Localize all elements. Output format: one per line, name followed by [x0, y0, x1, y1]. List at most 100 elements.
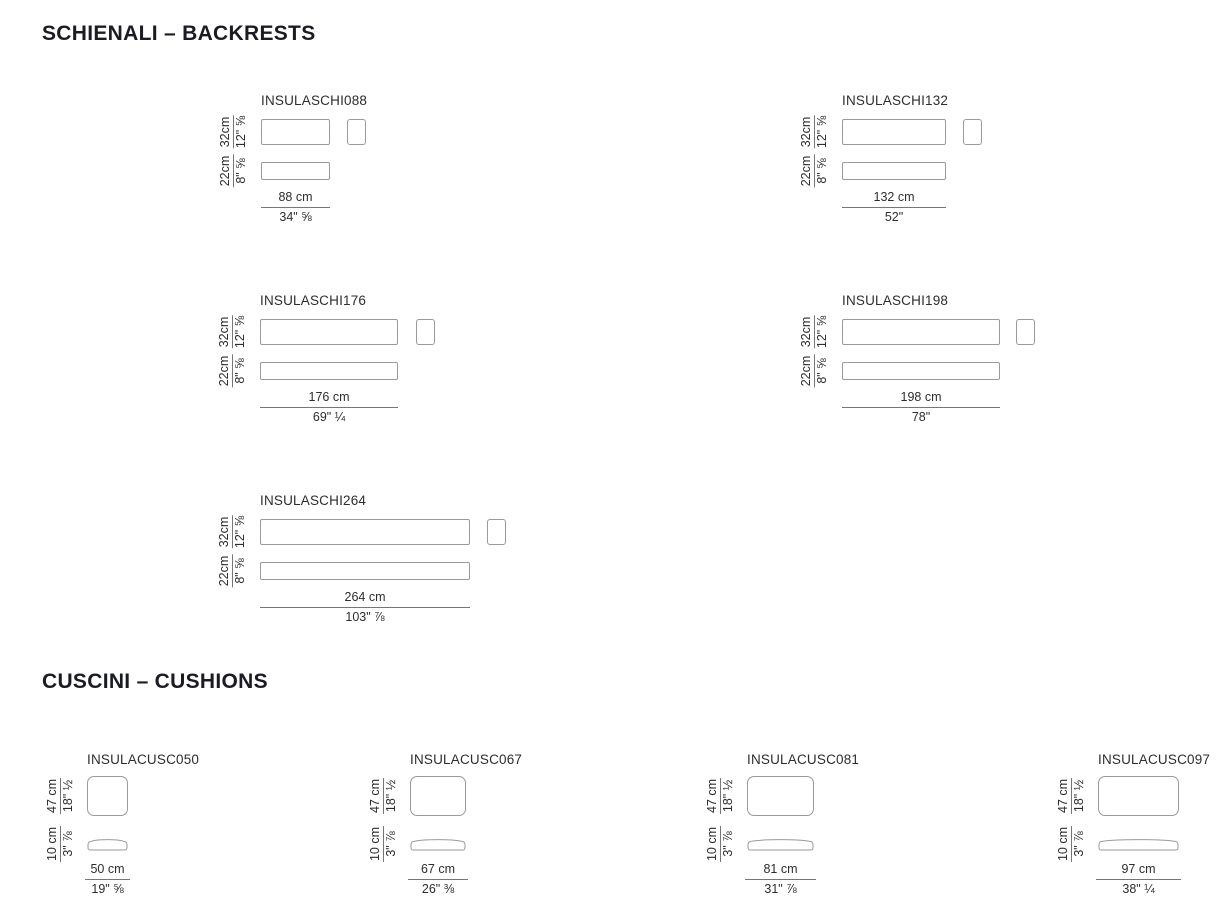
dimension-cm: 10 cm	[368, 825, 384, 863]
dimension-cm: 32cm	[218, 115, 234, 149]
dimension-cm: 22cm	[799, 354, 815, 388]
width-dimension: 81 cm 31" ⅞	[745, 862, 816, 896]
dimension-cm: 67 cm	[420, 862, 456, 876]
top-view-rect	[260, 562, 470, 580]
dimension-inches: 12" ⅝	[815, 315, 829, 349]
dimension-line	[85, 879, 130, 880]
dimension-line	[842, 207, 946, 208]
dimension-inches: 12" ⅝	[233, 315, 247, 349]
dimension-cm: 88 cm	[278, 190, 313, 204]
dimension-inches: 12" ⅝	[815, 115, 829, 149]
width-dimension: 88 cm 34" ⅝	[261, 190, 330, 224]
cushion-height-dimension: 47 cm 18" ½	[368, 773, 398, 819]
top-view-rect	[842, 362, 1000, 380]
dimension-cm: 10 cm	[705, 825, 721, 863]
dimension-inches: 18" ½	[721, 779, 735, 813]
dimension-cm: 22cm	[217, 554, 233, 588]
product-code: INSULASCHI132	[842, 93, 949, 108]
depth-dimension: 22cm 8" ⅝	[218, 149, 248, 193]
dimension-cm: 10 cm	[45, 825, 61, 863]
back-height-dimension: 32cm 12" ⅝	[217, 510, 247, 554]
dimension-cm: 32cm	[217, 515, 233, 549]
dimension-cm: 32cm	[799, 115, 815, 149]
dimension-inches: 8" ⅝	[815, 158, 829, 184]
dimension-cm: 47 cm	[705, 777, 721, 815]
front-view-rect	[261, 119, 330, 145]
dimension-cm: 22cm	[217, 354, 233, 388]
dimension-line	[408, 879, 468, 880]
product-code: INSULASCHI088	[261, 93, 368, 108]
depth-dimension: 22cm 8" ⅝	[799, 349, 829, 393]
product-code: INSULASCHI198	[842, 293, 949, 308]
dimension-inches: 12" ⅝	[234, 115, 248, 149]
dimension-cm: 32cm	[799, 315, 815, 349]
dimension-inches: 8" ⅝	[234, 158, 248, 184]
dimension-inches: 12" ⅝	[233, 515, 247, 549]
dimension-inches: 18" ½	[1072, 779, 1086, 813]
dimension-inches: 3" ⅞	[1072, 831, 1086, 857]
depth-dimension: 22cm 8" ⅝	[217, 349, 247, 393]
dimension-inches: 52"	[884, 210, 904, 224]
dimension-cm: 198 cm	[900, 390, 942, 404]
dimension-inches: 78"	[911, 410, 931, 424]
dimension-inches: 103" ⅞	[345, 610, 385, 624]
dimension-inches: 8" ⅝	[233, 558, 247, 584]
width-dimension: 132 cm 52"	[842, 190, 946, 224]
cushion-thickness-dimension: 10 cm 3" ⅞	[45, 821, 75, 867]
dimension-inches: 34" ⅝	[279, 210, 312, 224]
dimension-inches: 69" ¼	[312, 410, 346, 424]
depth-dimension: 22cm 8" ⅝	[217, 549, 247, 593]
product-code: INSULACUSC081	[747, 752, 860, 767]
dimension-cm: 264 cm	[344, 590, 386, 604]
dimension-line	[261, 207, 330, 208]
dimension-inches: 38" ¼	[1122, 882, 1155, 896]
front-view-rect	[842, 119, 946, 145]
dimension-cm: 81 cm	[763, 862, 798, 876]
dimension-line	[260, 607, 470, 608]
dimension-cm: 97 cm	[1121, 862, 1156, 876]
back-height-dimension: 32cm 12" ⅝	[217, 310, 247, 354]
back-height-dimension: 32cm 12" ⅝	[799, 110, 829, 154]
back-height-dimension: 32cm 12" ⅝	[799, 310, 829, 354]
width-dimension: 97 cm 38" ¼	[1096, 862, 1181, 896]
dimension-inches: 3" ⅞	[61, 831, 75, 857]
cushion-height-dimension: 47 cm 18" ½	[1056, 773, 1086, 819]
dimension-line	[745, 879, 816, 880]
dimension-inches: 31" ⅞	[764, 882, 797, 896]
cushion-height-dimension: 47 cm 18" ½	[705, 773, 735, 819]
width-dimension: 50 cm 19" ⅝	[85, 862, 130, 896]
front-view-rect	[842, 319, 1000, 345]
dimension-inches: 3" ⅞	[384, 831, 398, 857]
width-dimension: 176 cm 69" ¼	[260, 390, 398, 424]
dimension-cm: 10 cm	[1056, 825, 1072, 863]
cushion-height-dimension: 47 cm 18" ½	[45, 773, 75, 819]
product-code: INSULASCHI176	[260, 293, 367, 308]
side-view-rect	[963, 119, 982, 145]
dimension-cm: 32cm	[217, 315, 233, 349]
product-code: INSULASCHI264	[260, 493, 367, 508]
front-view-rect	[260, 519, 470, 545]
cushion-front-view	[410, 776, 466, 816]
top-view-rect	[842, 162, 946, 180]
dimension-inches: 3" ⅞	[721, 831, 735, 857]
side-view-rect	[347, 119, 366, 145]
dimension-cm: 47 cm	[45, 777, 61, 815]
cushion-side-view	[410, 839, 466, 851]
top-view-rect	[261, 162, 330, 180]
dimension-cm: 47 cm	[1056, 777, 1072, 815]
dimension-inches: 18" ½	[61, 779, 75, 813]
front-view-rect	[260, 319, 398, 345]
cushion-front-view	[747, 776, 814, 816]
side-view-rect	[416, 319, 435, 345]
width-dimension: 67 cm 26" ⅜	[408, 862, 468, 896]
cushion-side-view	[87, 839, 128, 851]
product-code: INSULACUSC067	[410, 752, 523, 767]
dimension-line	[1096, 879, 1181, 880]
dimension-inches: 8" ⅝	[815, 358, 829, 384]
dimension-cm: 50 cm	[90, 862, 125, 876]
dimension-line	[260, 407, 398, 408]
side-view-rect	[1016, 319, 1035, 345]
back-height-dimension: 32cm 12" ⅝	[218, 110, 248, 154]
dimension-line	[842, 407, 1000, 408]
dimension-cm: 176 cm	[308, 390, 350, 404]
